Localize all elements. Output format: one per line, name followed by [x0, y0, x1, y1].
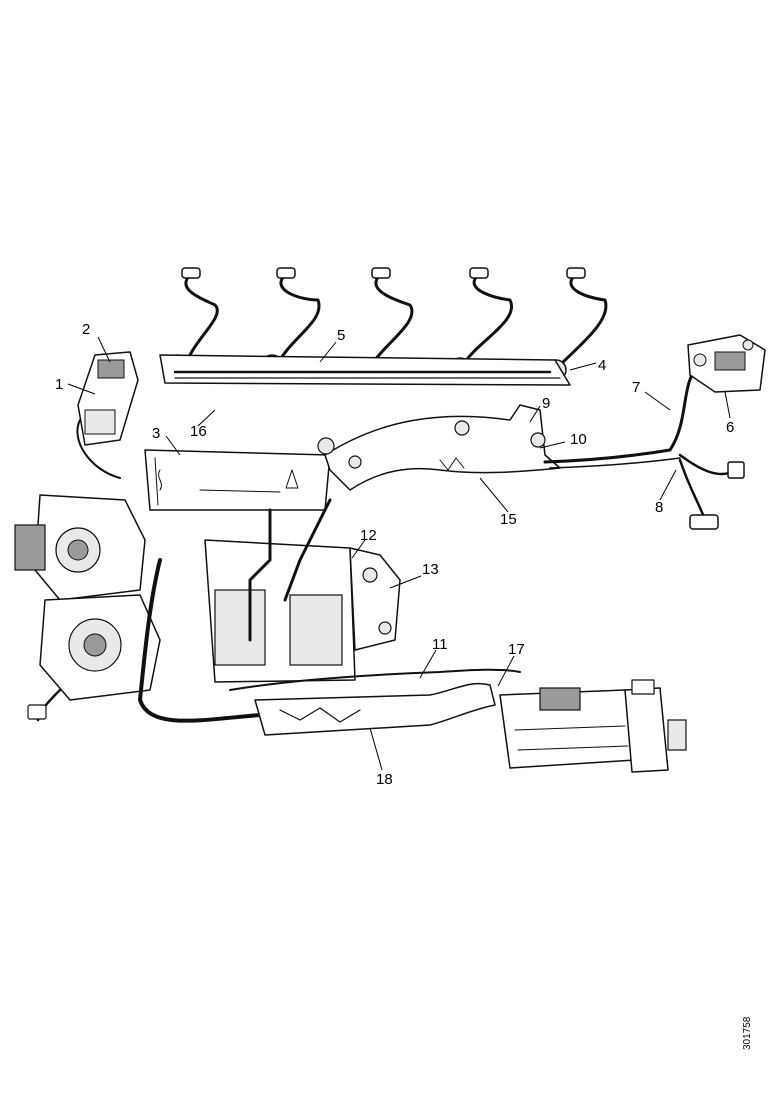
- callout-3: 3: [152, 425, 160, 442]
- callout-17: 17: [508, 641, 525, 658]
- alternator-lower: [27, 594, 161, 722]
- callout-4: 4: [598, 357, 606, 374]
- callout-12: 12: [360, 527, 377, 544]
- callout-6: 6: [726, 419, 734, 436]
- leader-lines: [67, 336, 731, 771]
- callout-8: 8: [655, 499, 663, 516]
- callout-15: 15: [500, 511, 517, 528]
- callout-11: 11: [432, 636, 448, 653]
- left-bracket-connector: [76, 351, 139, 479]
- callout-labels: 1 2 3 4 5 6 7 8 9 10 11 12 13 15 16 17 1…: [55, 321, 734, 788]
- right-harness-run: [543, 363, 745, 530]
- sensor-module: [687, 334, 766, 393]
- callout-5: 5: [337, 327, 345, 344]
- callout-1: 1: [55, 376, 63, 393]
- callout-16: 16: [190, 423, 207, 440]
- lower-harness: [138, 558, 521, 736]
- injector-rail-harness: [159, 354, 571, 386]
- callout-18: 18: [376, 771, 393, 788]
- callout-7: 7: [632, 379, 640, 396]
- alternator-upper: [14, 494, 146, 601]
- control-unit: [204, 498, 401, 683]
- callout-2: 2: [82, 321, 90, 338]
- bracket-plate: [144, 449, 331, 511]
- callout-10: 10: [570, 431, 587, 448]
- figure-code: 301758: [742, 1016, 753, 1050]
- starter-motor: [499, 679, 687, 773]
- main-harness-duct: [317, 404, 561, 491]
- callout-13: 13: [422, 561, 439, 578]
- callout-9: 9: [542, 395, 550, 412]
